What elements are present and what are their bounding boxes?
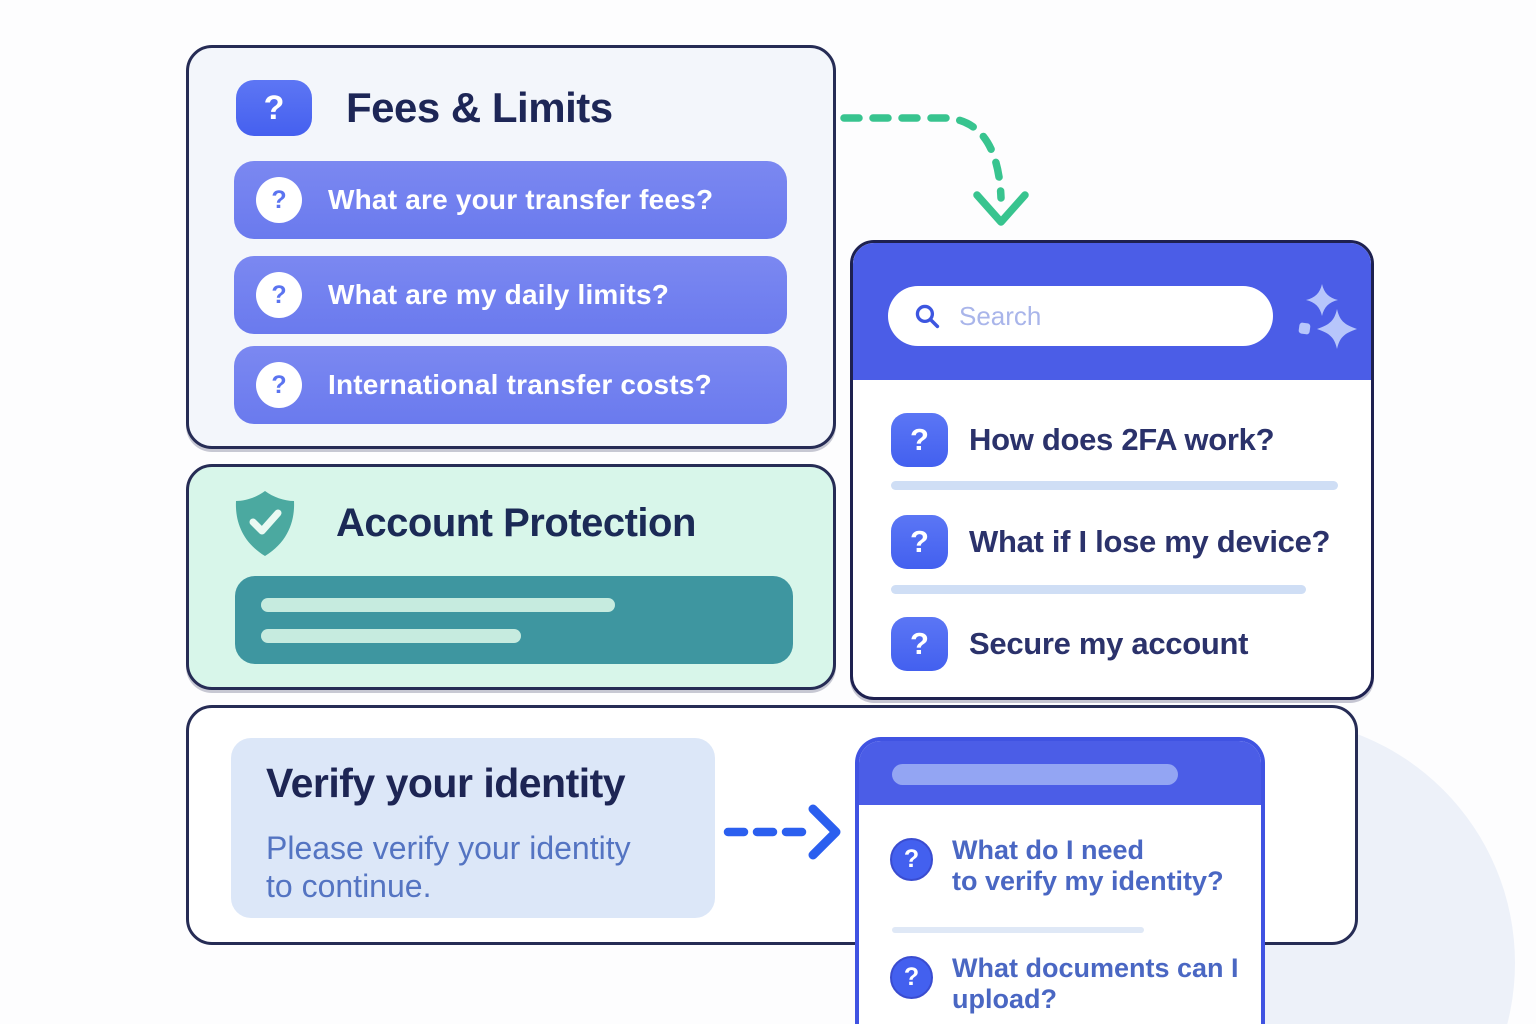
verify-panel-header (859, 741, 1261, 805)
verify-faq-panel: ? What do I need to verify my identity? … (855, 737, 1265, 1024)
faq-button-label: International transfer costs? (328, 369, 712, 400)
placeholder-bar (261, 598, 615, 612)
faq-label-line: upload? (952, 984, 1057, 1014)
verify-info-panel: Verify your identity Please verify your … (231, 738, 715, 918)
sparkles-icon (1298, 284, 1357, 349)
question-icon: ? (236, 80, 312, 136)
faq-row-label: What do I need to verify my identity? (952, 835, 1224, 897)
faq-button-label: What are your transfer fees? (328, 184, 714, 215)
fees-limits-card: ? Fees & Limits ? What are your transfer… (186, 45, 836, 449)
faq-row-label: Secure my account (969, 626, 1249, 661)
verify-subtitle-line: Please verify your identity (266, 830, 631, 866)
faq-row-lose-device[interactable]: ? What if I lose my device? (891, 515, 1330, 569)
question-glyph: ? (910, 626, 929, 661)
faq-row-label: What documents can I upload? (952, 953, 1239, 1015)
question-icon: ? (891, 617, 948, 671)
header-placeholder-bar (892, 764, 1178, 785)
question-glyph: ? (271, 370, 287, 399)
faq-row-label: What if I lose my device? (969, 524, 1331, 559)
account-protection-card: Account Protection (186, 464, 836, 690)
faq-button-label: What are my daily limits? (328, 279, 670, 310)
faq-row-documents[interactable]: ? What documents can I upload? (890, 953, 1239, 1015)
question-glyph: ? (903, 845, 920, 873)
question-glyph: ? (263, 88, 285, 127)
fees-card-title: Fees & Limits (346, 84, 613, 131)
search-input[interactable] (957, 299, 1253, 333)
faq-label-line: What documents can I (952, 953, 1239, 983)
question-icon: ? (890, 838, 933, 881)
search-icon (915, 304, 940, 328)
faq-row-secure-account[interactable]: ? Secure my account (891, 617, 1248, 671)
divider (891, 585, 1306, 594)
security-panel-header (853, 243, 1371, 380)
question-icon: ? (256, 362, 302, 408)
protection-placeholder-block (235, 576, 793, 664)
faq-row-verify-needs[interactable]: ? What do I need to verify my identity? (890, 835, 1224, 897)
question-glyph: ? (910, 422, 929, 457)
question-icon: ? (891, 413, 948, 467)
search-bar[interactable] (888, 286, 1273, 346)
fees-card-header: ? Fees & Limits (236, 80, 613, 136)
question-glyph: ? (271, 185, 287, 214)
security-faq-panel: ? How does 2FA work? ? What if I lose my… (850, 240, 1374, 700)
divider (891, 481, 1338, 490)
faq-row-label: How does 2FA work? (969, 422, 1275, 457)
placeholder-bar (261, 629, 521, 643)
faq-button-daily-limits[interactable]: ? What are my daily limits? (234, 256, 787, 334)
green-dashed-arrow (840, 114, 1029, 226)
verify-subtitle-line: to continue. (266, 868, 432, 904)
faq-row-2fa[interactable]: ? How does 2FA work? (891, 413, 1275, 467)
blue-dashed-arrow (723, 804, 841, 860)
protection-card-title: Account Protection (336, 501, 696, 545)
faq-button-transfer-fees[interactable]: ? What are your transfer fees? (234, 161, 787, 239)
question-glyph: ? (910, 524, 929, 559)
shield-check-icon (233, 489, 297, 559)
question-glyph: ? (271, 280, 287, 309)
question-glyph: ? (903, 963, 920, 991)
faq-label-line: What do I need (952, 835, 1144, 865)
faq-button-international-costs[interactable]: ? International transfer costs? (234, 346, 787, 424)
verify-title: Verify your identity (266, 760, 626, 806)
divider (892, 927, 1144, 933)
question-icon: ? (256, 272, 302, 318)
question-icon: ? (890, 956, 933, 999)
question-icon: ? (891, 515, 948, 569)
faq-label-line: to verify my identity? (952, 866, 1224, 896)
question-icon: ? (256, 177, 302, 223)
